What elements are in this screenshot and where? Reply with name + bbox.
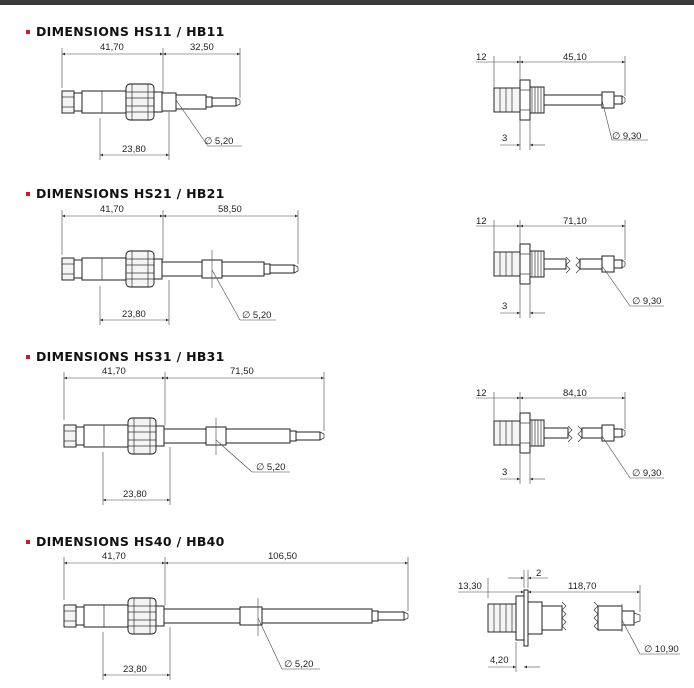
dim-length-tip: 106,50: [268, 551, 297, 562]
dim-length-connector: 12: [476, 388, 487, 399]
dim-length-connector: 12: [476, 52, 487, 63]
dim-length-tip: 32,50: [190, 42, 214, 53]
dim-length-total: 45,10: [563, 52, 587, 63]
dim-nut-width: 3: [502, 301, 507, 312]
dim-diameter-housing: ∅ 9,30: [632, 468, 661, 479]
dim-length-tip: 58,50: [218, 204, 242, 215]
section-title-hs11: DIMENSIONS HS11 / HB11: [26, 24, 225, 39]
dim-length-base: 23,80: [122, 144, 146, 155]
drawing-right-hs31: 12 84,10 3 ∅ 9,30: [476, 388, 664, 484]
section-title-hs40: DIMENSIONS HS40 / HB40: [26, 534, 225, 549]
dim-diameter-housing: ∅ 9,30: [612, 131, 641, 142]
bullet-icon: [26, 29, 30, 34]
dim-length-connector: 12: [476, 216, 487, 227]
drawing-right-hs11: 12 45,10 3 ∅ 9,30: [476, 52, 648, 150]
dim-length-body: 41,70: [102, 366, 126, 377]
bullet-icon: [26, 539, 30, 544]
drawing-left-hs21: 41,70 58,50 23,80 ∅ 5,20: [61, 204, 299, 325]
dim-flange-thickness: 2: [536, 568, 541, 579]
dim-diameter: ∅ 5,20: [256, 462, 285, 473]
dim-length-total: 118,70: [568, 581, 596, 592]
dim-length-tip: 71,50: [230, 366, 254, 377]
drawing-left-hs11: 41,70 32,50 23,80 ∅ 5,20: [61, 42, 242, 160]
dim-nut-width: 3: [502, 133, 507, 144]
bullet-icon: [26, 354, 30, 359]
top-bar: [0, 0, 694, 5]
dim-diameter: ∅ 5,20: [204, 136, 233, 147]
dim-length-total: 84,10: [563, 388, 587, 399]
dim-diameter-housing: ∅ 9,30: [632, 296, 661, 307]
dim-diameter: ∅ 5,20: [284, 659, 313, 670]
dim-length-body: 41,70: [100, 204, 124, 215]
dim-length-connector: 13,30: [458, 581, 482, 592]
dim-nut-width: 3: [502, 467, 507, 478]
bullet-icon: [26, 191, 30, 196]
dim-length-body: 41,70: [102, 551, 126, 562]
section-title-hs21: DIMENSIONS HS21 / HB21: [26, 186, 225, 201]
drawing-right-hs40: 13,30 118,70 2 4,20 ∅ 10,90: [458, 568, 680, 672]
drawing-left-hs40: 41,70 106,50 23,80 ∅ 5,20: [63, 551, 409, 680]
dim-flange-offset: 4,20: [490, 655, 509, 666]
drawing-right-hs21: 12 71,10 3 ∅ 9,30: [476, 216, 664, 318]
dim-length-base: 23,80: [123, 489, 147, 500]
dim-length-base: 23,80: [123, 664, 147, 675]
dim-length-total: 71,10: [563, 216, 587, 227]
dim-diameter-housing: ∅ 10,90: [644, 644, 679, 655]
section-title-hs31: DIMENSIONS HS31 / HB31: [26, 349, 225, 364]
dim-length-base: 23,80: [122, 309, 146, 320]
dim-diameter: ∅ 5,20: [242, 310, 271, 321]
drawing-left-hs31: 41,70 71,50 23,80 ∅ 5,20: [63, 366, 325, 505]
dim-length-body: 41,70: [100, 42, 124, 53]
